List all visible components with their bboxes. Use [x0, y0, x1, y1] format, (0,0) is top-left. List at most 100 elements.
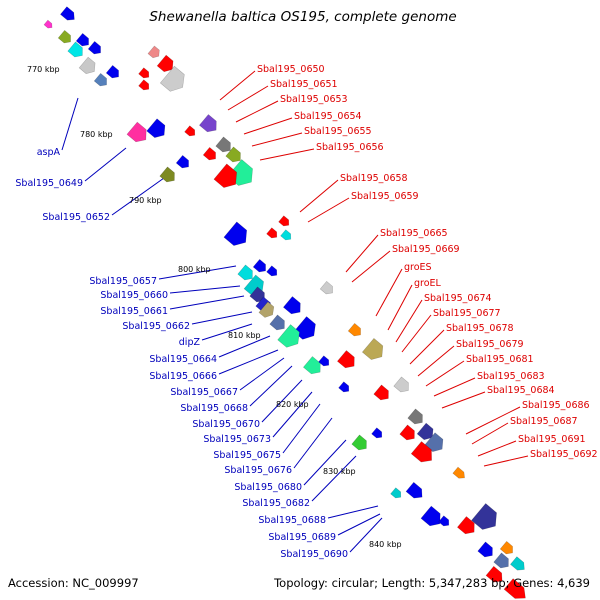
- gene-feature[interactable]: [452, 466, 467, 481]
- gene-feature[interactable]: [319, 280, 336, 296]
- forward-gene-label[interactable]: Sbal195_0665: [380, 228, 448, 239]
- gene-feature[interactable]: [199, 114, 220, 135]
- gene-feature[interactable]: [338, 381, 352, 395]
- gene-feature[interactable]: [159, 166, 178, 185]
- gene-feature[interactable]: [138, 67, 152, 81]
- forward-gene-label[interactable]: Sbal195_0686: [522, 400, 590, 411]
- forward-gene-label[interactable]: Sbal195_0658: [340, 173, 408, 184]
- forward-gene-label[interactable]: Sbal195_0654: [294, 111, 362, 122]
- forward-gene-label[interactable]: groES: [404, 262, 432, 273]
- forward-gene-label[interactable]: Sbal195_0655: [304, 126, 372, 137]
- gene-feature[interactable]: [424, 432, 448, 456]
- reverse-gene-label[interactable]: Sbal195_0660: [100, 290, 168, 301]
- gene-feature[interactable]: [266, 265, 280, 279]
- gene-feature[interactable]: [225, 146, 244, 165]
- gene-feature[interactable]: [213, 163, 242, 192]
- reverse-gene-label[interactable]: Sbal195_0652: [42, 212, 110, 223]
- gene-feature[interactable]: [223, 221, 252, 250]
- gene-feature[interactable]: [277, 324, 305, 352]
- gene-feature[interactable]: [499, 540, 516, 556]
- forward-gene-label[interactable]: Sbal195_0674: [424, 293, 492, 304]
- reverse-gene-label[interactable]: Sbal195_0689: [268, 532, 336, 543]
- gene-feature[interactable]: [202, 146, 219, 162]
- reverse-gene-label[interactable]: Sbal195_0670: [192, 419, 260, 430]
- gene-feature[interactable]: [126, 121, 151, 146]
- gene-feature[interactable]: [471, 503, 503, 535]
- gene-feature[interactable]: [283, 296, 304, 317]
- reverse-gene-label[interactable]: aspA: [37, 147, 61, 158]
- reverse-gene-label[interactable]: Sbal195_0676: [224, 465, 292, 476]
- gene-feature[interactable]: [258, 301, 277, 320]
- forward-gene-label[interactable]: Sbal195_0677: [433, 308, 501, 319]
- forward-gene-label[interactable]: Sbal195_0656: [316, 142, 384, 153]
- gene-feature[interactable]: [477, 541, 496, 560]
- gene-feature[interactable]: [438, 515, 452, 529]
- gene-feature[interactable]: [337, 350, 358, 371]
- gene-feature[interactable]: [405, 481, 426, 501]
- gene-feature[interactable]: [347, 322, 364, 338]
- reverse-gene-label[interactable]: Sbal195_0673: [203, 434, 271, 445]
- reverse-gene-label[interactable]: Sbal195_0662: [122, 321, 190, 332]
- gene-feature[interactable]: [278, 215, 292, 229]
- gene-feature[interactable]: [266, 227, 280, 241]
- gene-feature[interactable]: [237, 264, 256, 283]
- forward-gene-label[interactable]: Sbal195_0691: [518, 434, 586, 445]
- reverse-gene-label[interactable]: Sbal195_0688: [258, 515, 326, 526]
- gene-feature[interactable]: [60, 6, 77, 24]
- gene-feature[interactable]: [147, 45, 162, 60]
- gene-feature[interactable]: [159, 65, 189, 96]
- gene-feature[interactable]: [420, 505, 445, 530]
- gene-feature[interactable]: [280, 229, 294, 243]
- gene-feature[interactable]: [146, 118, 170, 142]
- forward-gene-label[interactable]: groEL: [414, 278, 442, 289]
- gene-feature[interactable]: [87, 40, 104, 56]
- forward-gene-label[interactable]: Sbal195_0681: [466, 354, 534, 365]
- forward-gene-label[interactable]: Sbal195_0679: [456, 339, 524, 350]
- gene-feature[interactable]: [485, 565, 506, 585]
- gene-feature[interactable]: [138, 79, 152, 93]
- gene-feature[interactable]: [399, 424, 418, 443]
- gene-feature[interactable]: [269, 314, 288, 333]
- reverse-gene-label[interactable]: dipZ: [179, 337, 201, 348]
- gene-feature[interactable]: [457, 516, 478, 537]
- gene-feature[interactable]: [390, 487, 404, 501]
- gene-feature[interactable]: [57, 29, 74, 45]
- forward-gene-label[interactable]: Sbal195_0687: [510, 416, 578, 427]
- gene-feature[interactable]: [373, 384, 392, 403]
- gene-feature[interactable]: [105, 64, 122, 80]
- gene-feature[interactable]: [318, 355, 332, 369]
- gene-feature[interactable]: [156, 54, 177, 75]
- gene-feature[interactable]: [184, 125, 198, 139]
- gene-feature[interactable]: [493, 552, 512, 571]
- gene-feature[interactable]: [371, 427, 385, 441]
- reverse-gene-label[interactable]: Sbal195_0690: [280, 549, 348, 560]
- reverse-gene-label[interactable]: Sbal195_0666: [149, 371, 217, 382]
- gene-feature[interactable]: [43, 19, 54, 30]
- gene-feature[interactable]: [410, 441, 437, 466]
- reverse-gene-label[interactable]: Sbal195_0667: [170, 387, 238, 398]
- forward-gene-label[interactable]: Sbal195_0653: [280, 94, 348, 105]
- gene-feature[interactable]: [75, 32, 92, 48]
- reverse-gene-label[interactable]: Sbal195_0682: [242, 498, 310, 509]
- gene-feature[interactable]: [361, 337, 387, 363]
- forward-gene-label[interactable]: Sbal195_0684: [487, 385, 555, 396]
- gene-feature[interactable]: [78, 56, 99, 77]
- forward-gene-label[interactable]: Sbal195_0650: [257, 64, 325, 75]
- forward-gene-label[interactable]: Sbal195_0692: [530, 449, 598, 460]
- gene-feature[interactable]: [416, 422, 437, 443]
- reverse-gene-label[interactable]: Sbal195_0668: [180, 403, 248, 414]
- reverse-gene-label[interactable]: Sbal195_0657: [89, 276, 157, 287]
- gene-feature[interactable]: [93, 72, 110, 88]
- reverse-gene-label[interactable]: Sbal195_0675: [213, 450, 281, 461]
- forward-gene-label[interactable]: Sbal195_0651: [270, 79, 338, 90]
- gene-feature[interactable]: [393, 376, 412, 395]
- forward-gene-label[interactable]: Sbal195_0683: [477, 371, 545, 382]
- gene-feature[interactable]: [407, 408, 426, 427]
- gene-feature[interactable]: [215, 136, 234, 155]
- forward-gene-label[interactable]: Sbal195_0659: [351, 191, 419, 202]
- reverse-gene-label[interactable]: Sbal195_0680: [234, 482, 302, 493]
- forward-gene-label[interactable]: Sbal195_0678: [446, 323, 514, 334]
- forward-gene-label[interactable]: Sbal195_0669: [392, 244, 460, 255]
- gene-feature[interactable]: [351, 434, 370, 453]
- gene-feature[interactable]: [503, 578, 530, 600]
